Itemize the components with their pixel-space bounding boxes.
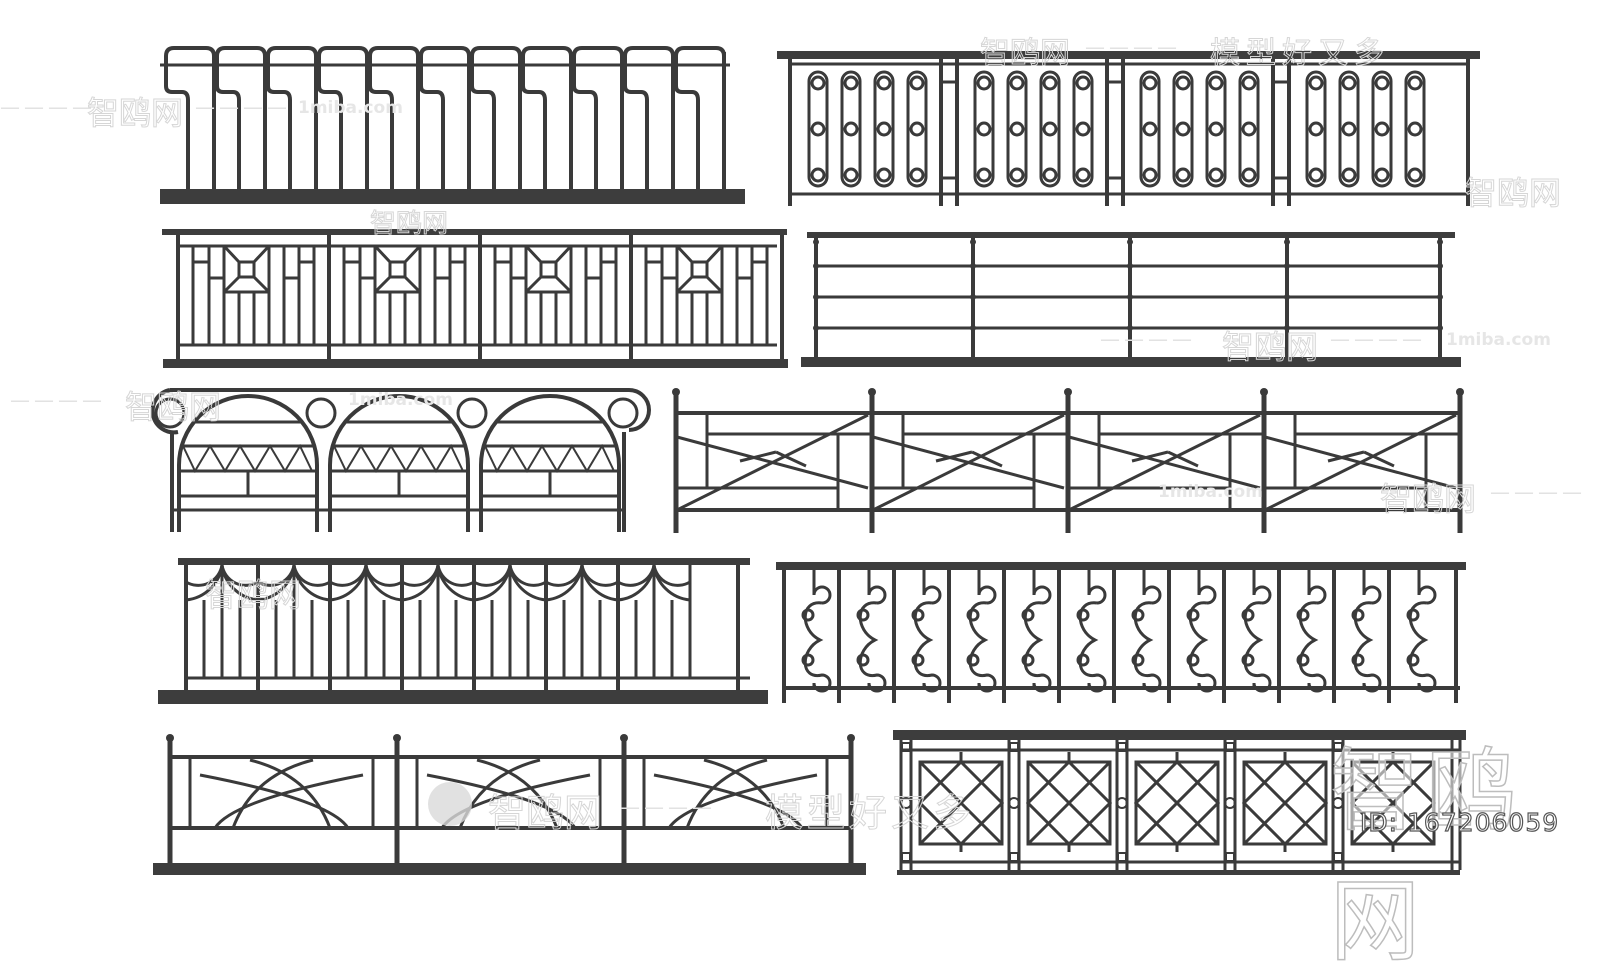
square-medallion-railing — [162, 229, 788, 368]
crossed-arc-railing — [153, 734, 866, 875]
bent-tube-railing — [160, 46, 745, 204]
watermark-logo-icon — [428, 782, 472, 826]
image-id-label: ID: 167206059 — [1359, 807, 1560, 837]
oval-ring-baluster-railing — [777, 51, 1480, 208]
railing-catalog-canvas: .s { stroke:#3a3a3a; fill:none; } .t1 { … — [150, 46, 1480, 875]
scroll-railing — [776, 562, 1466, 705]
fan-arc-railing — [158, 558, 768, 704]
diamond-lattice-railing — [893, 730, 1466, 875]
diagonal-cross-railing — [672, 388, 1464, 533]
arched-circle-railing — [150, 388, 651, 534]
horizontal-bar-railing — [801, 232, 1461, 367]
watermark-brand-large: 智鸥网 — [1329, 738, 1522, 975]
